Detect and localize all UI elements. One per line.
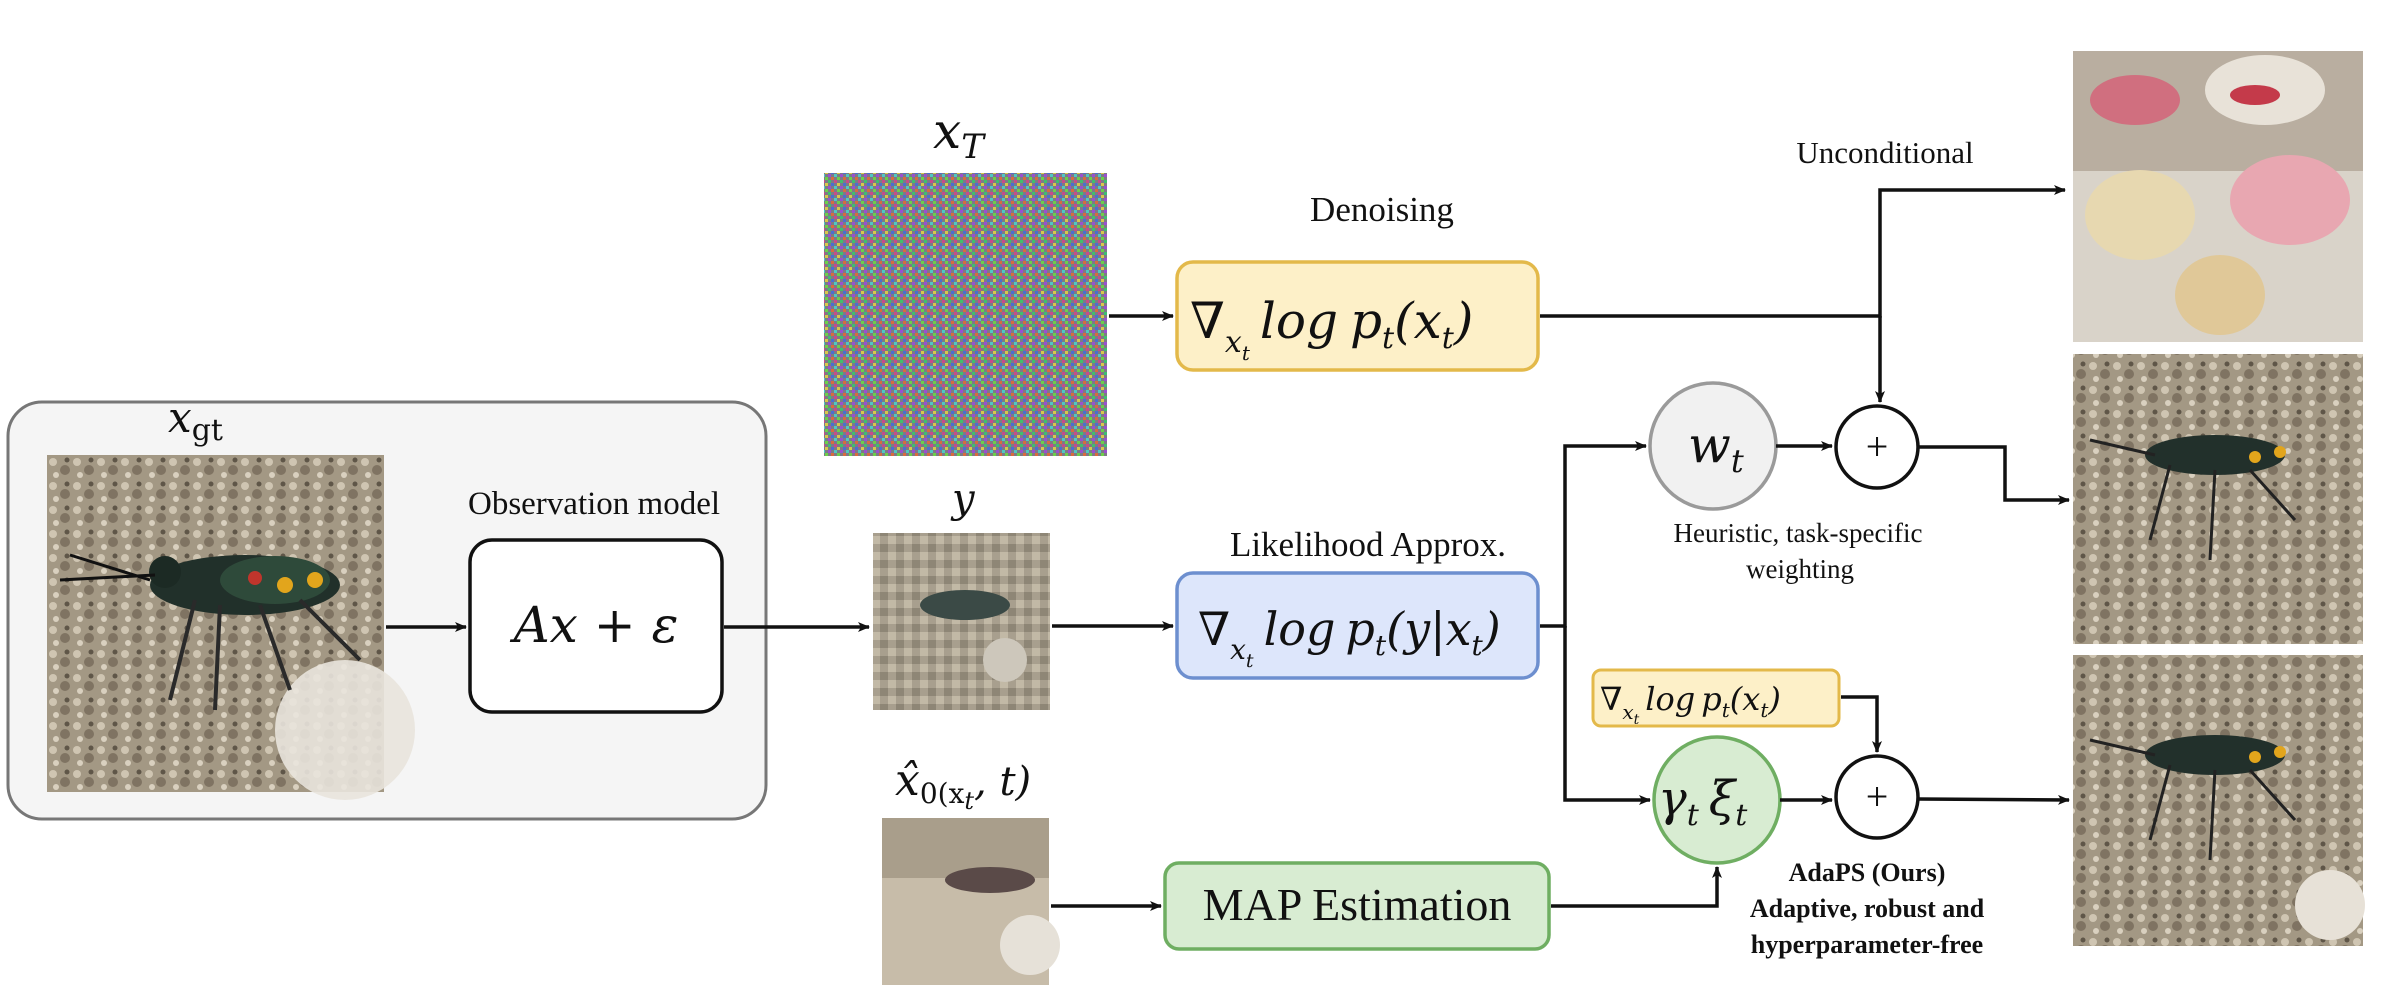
adaps-caption-line3: hyperparameter-free (1751, 930, 1983, 959)
x0-hat-label: x̂0(xt, t) (895, 755, 1031, 815)
adaps-caption-line2: Adaptive, robust and (1750, 894, 1985, 923)
noise-image (824, 173, 1107, 456)
plus-sign-bottom: + (1866, 774, 1889, 819)
arrow-denoising-to-unconditional (1540, 185, 2066, 318)
arrow-likelihood-to-w (1540, 441, 1647, 628)
measurement-image (873, 533, 1050, 710)
small-denoising-score-box (1591, 668, 1841, 728)
denoising-label: Denoising (1310, 190, 1454, 229)
x0-estimate-image (882, 818, 1060, 985)
heuristic-caption-line2: weighting (1746, 554, 1854, 584)
map-estimation-box (1163, 861, 1551, 951)
arrow-plus-to-adaps-output (1917, 794, 2070, 805)
likelihood-label: Likelihood Approx. (1230, 525, 1506, 564)
unconditional-output-image (2073, 51, 2363, 342)
plus-node-bottom (1834, 754, 1920, 840)
weight-w-label: wt (1688, 416, 1744, 480)
ground-truth-image (47, 455, 415, 800)
arrow-plus-to-heuristic-output (1918, 445, 2070, 505)
x-gt-label: xgt (168, 393, 223, 448)
observation-model-box (468, 538, 724, 714)
arrow-small-score-to-plus (1841, 695, 1882, 753)
x-T-label: xT (933, 102, 986, 167)
arrow-map-to-gamma (1551, 866, 1722, 908)
observation-model-label: Observation model (468, 486, 720, 522)
denoising-score-box (1175, 260, 1540, 372)
y-label: y (950, 476, 976, 522)
heuristic-caption-line1: Heuristic, task-specific (1674, 518, 1923, 548)
heuristic-output-image (2073, 354, 2363, 644)
adaps-output-image (2073, 655, 2365, 946)
map-estimation-label: MAP Estimation (1203, 879, 1512, 930)
likelihood-score-box (1175, 571, 1540, 680)
plus-sign-top: + (1866, 424, 1889, 469)
observation-formula: Ax + ε (510, 596, 679, 654)
adaps-caption-line1: AdaPS (Ours) (1789, 858, 1946, 887)
arrow-likelihood-to-gamma (1563, 626, 1651, 805)
unconditional-label: Unconditional (1796, 135, 1973, 170)
